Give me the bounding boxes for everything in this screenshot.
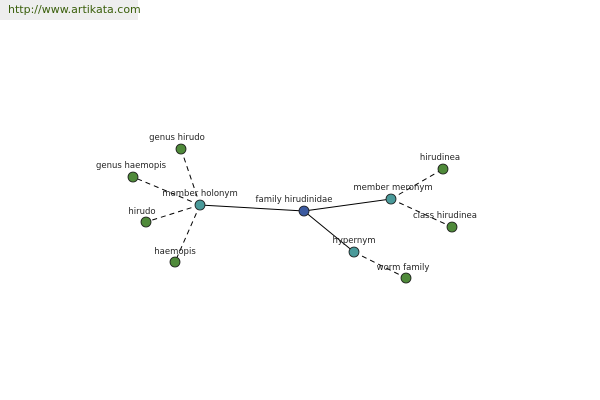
node-worm-family[interactable]	[400, 272, 412, 284]
edge-center-holonym	[199, 204, 305, 212]
label-worm-family[interactable]: worm family	[377, 263, 430, 273]
label-center[interactable]: family hirudinidae	[256, 195, 333, 205]
label-hirudo[interactable]: hirudo	[128, 207, 155, 217]
node-genus-hirudo[interactable]	[175, 143, 187, 155]
node-genus-haemopis[interactable]	[127, 171, 139, 183]
label-hypernym[interactable]: hypernym	[332, 236, 375, 246]
edge-meronym-class-hirudinea	[390, 198, 453, 228]
node-hirudo[interactable]	[140, 216, 152, 228]
labels-layer: family hirudinidae member holonym member m…	[96, 133, 477, 273]
label-haemopis[interactable]: haemopis	[154, 247, 196, 257]
site-url[interactable]: http://www.artikata.com	[0, 0, 141, 20]
label-genus-haemopis[interactable]: genus haemopis	[96, 161, 167, 171]
label-hirudinea[interactable]: hirudinea	[420, 153, 460, 163]
node-meronym[interactable]	[385, 193, 397, 205]
node-hirudinea[interactable]	[437, 163, 449, 175]
edge-center-meronym	[303, 198, 392, 212]
edges-layer	[132, 148, 453, 279]
label-holonym[interactable]: member holonym	[162, 189, 237, 199]
edge-meronym-hirudinea	[390, 168, 444, 200]
edge-hypernym-worm-family	[353, 251, 407, 279]
edge-holonym-haemopis	[174, 204, 201, 263]
node-holonym[interactable]	[194, 199, 206, 211]
node-haemopis[interactable]	[169, 256, 181, 268]
edge-holonym-genus-hirudo	[180, 148, 201, 206]
edge-holonym-genus-haemopis	[132, 176, 201, 206]
label-meronym[interactable]: member meronym	[353, 183, 432, 193]
node-center[interactable]	[298, 205, 310, 217]
node-hypernym[interactable]	[348, 246, 360, 258]
nodes-layer	[127, 143, 458, 284]
label-genus-hirudo[interactable]: genus hirudo	[149, 133, 205, 143]
edge-holonym-hirudo	[145, 204, 201, 223]
node-class-hirudinea[interactable]	[446, 221, 458, 233]
edge-center-hypernym	[303, 210, 355, 253]
label-class-hirudinea[interactable]: class hirudinea	[413, 211, 477, 221]
